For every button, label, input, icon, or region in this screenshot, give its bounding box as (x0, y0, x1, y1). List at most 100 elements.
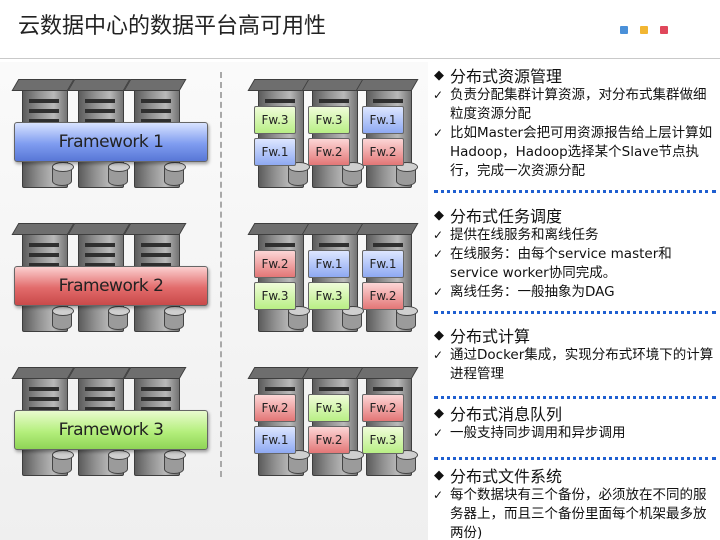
disk-icon (396, 162, 418, 186)
framework-tag: Fw.2 (362, 282, 404, 310)
list-item: ✓ 提供在线服务和离线任务 (430, 226, 720, 245)
disk-icon (108, 450, 130, 474)
server-slot (29, 407, 59, 411)
accent-dot-red (660, 26, 668, 34)
framework-bar: Framework 1 (14, 122, 208, 162)
framework-tag: Fw.2 (362, 138, 404, 166)
check-icon: ✓ (433, 348, 444, 362)
title-rule (0, 58, 720, 59)
framework-tag: Fw.1 (308, 250, 350, 278)
diamond-bullet-icon: ◆ (434, 327, 444, 343)
framework-tag: Fw.1 (254, 426, 296, 454)
framework-tag: Fw.2 (308, 138, 350, 166)
list-item: ✓ 离线任务：一般抽象为DAG (430, 283, 720, 302)
disk-icon (396, 450, 418, 474)
server-slot (265, 243, 295, 247)
section-heading-text: 分布式文件系统 (450, 467, 563, 486)
server-slot (319, 99, 349, 103)
disk-icon (342, 162, 364, 186)
list-item-text: 离线任务：一般抽象为DAG (450, 284, 615, 300)
section-task-scheduling: ◆分布式任务调度 ✓提供在线服务和离线任务 ✓在线服务：由每个service m… (430, 204, 720, 302)
framework-tag: Fw.2 (254, 250, 296, 278)
section-separator (434, 190, 716, 193)
framework-tag: Fw.3 (308, 394, 350, 422)
disk-icon (52, 450, 74, 474)
server-slot (141, 99, 171, 103)
section-message-queue: ◆分布式消息队列 ✓一般支持同步调用和异步调用 (430, 402, 720, 443)
section-heading: ◆分布式消息队列 (430, 402, 720, 424)
server-slot (29, 263, 59, 267)
server-slot (85, 407, 115, 411)
list-item-text: 提供在线服务和离线任务 (450, 227, 599, 243)
framework-tag: Fw.1 (254, 138, 296, 166)
section-separator (434, 396, 716, 399)
accent-dot-blue (620, 26, 628, 34)
diamond-bullet-icon: ◆ (434, 467, 444, 483)
server-slot (85, 387, 115, 391)
disk-icon (108, 306, 130, 330)
list-item-text: 每个数据块有三个备份，必须放在不同的服务器上，而且三个备份里面每个机架最多放两份… (450, 487, 707, 540)
section-heading-text: 分布式任务调度 (450, 207, 563, 226)
framework-bar: Framework 3 (14, 410, 208, 450)
framework-tag: Fw.3 (308, 106, 350, 134)
server-slot (85, 243, 115, 247)
disk-icon (288, 162, 310, 186)
accent-dots (620, 26, 668, 34)
server-slot (29, 243, 59, 247)
server-slot (85, 253, 115, 257)
server-slot (29, 99, 59, 103)
server-slot (29, 253, 59, 257)
list-item-text: 一般支持同步调用和异步调用 (450, 425, 626, 441)
server-slot (85, 119, 115, 123)
server-slot (265, 99, 295, 103)
check-icon: ✓ (433, 88, 444, 102)
disk-icon (288, 450, 310, 474)
server-slot (29, 109, 59, 113)
framework-bar: Framework 2 (14, 266, 208, 306)
check-icon: ✓ (433, 488, 444, 502)
feature-panel: ◆ 分布式资源管理 ✓ 负责分配集群计算资源，对分布式集群做细粒度资源分配 ✓ 比如M… (430, 62, 720, 540)
check-icon: ✓ (433, 285, 444, 299)
diamond-bullet-icon: ◆ (434, 207, 444, 223)
server-slot (141, 253, 171, 257)
check-icon: ✓ (433, 126, 444, 140)
page-title: 云数据中心的数据平台高可用性 (18, 14, 327, 39)
server-slot (141, 397, 171, 401)
list-item: ✓ 负责分配集群计算资源，对分布式集群做细粒度资源分配 (430, 86, 720, 124)
framework-tag: Fw.3 (362, 426, 404, 454)
list-item: ✓一般支持同步调用和异步调用 (430, 424, 720, 443)
section-heading-text: 分布式资源管理 (450, 67, 563, 86)
server-slot (373, 387, 403, 391)
list-item-text: 比如Master会把可用资源报告给上层计算如Hadoop，Hadoop选择某个S… (450, 125, 713, 179)
server-slot (265, 387, 295, 391)
server-slot (373, 243, 403, 247)
server-slot (85, 109, 115, 113)
server-slot (141, 119, 171, 123)
section-separator (434, 311, 716, 314)
section-heading: ◆ 分布式文件系统 (430, 464, 720, 486)
server-slot (29, 387, 59, 391)
check-icon: ✓ (433, 247, 444, 261)
framework-tag: Fw.3 (254, 282, 296, 310)
disk-icon (108, 162, 130, 186)
server-slot (85, 99, 115, 103)
disk-icon (288, 306, 310, 330)
framework-tag: Fw.2 (308, 426, 350, 454)
diamond-bullet-icon: ◆ (434, 67, 444, 83)
framework-tag: Fw.3 (308, 282, 350, 310)
framework-tag: Fw.3 (254, 106, 296, 134)
server-slot (141, 387, 171, 391)
section-heading: ◆ 分布式资源管理 (430, 64, 720, 86)
disk-icon (164, 450, 186, 474)
section-distributed-computing: ◆分布式计算 ✓通过Docker集成，实现分布式环境下的计算进程管理 (430, 324, 720, 384)
server-slot (29, 119, 59, 123)
server-slot (373, 99, 403, 103)
section-resource-management: ◆ 分布式资源管理 ✓ 负责分配集群计算资源，对分布式集群做细粒度资源分配 ✓ 比如M… (430, 64, 720, 181)
list-item: ✓ 比如Master会把可用资源报告给上层计算如Hadoop，Hadoop选择某个… (430, 124, 720, 181)
disk-icon (342, 450, 364, 474)
server-slot (319, 243, 349, 247)
check-icon: ✓ (433, 228, 444, 242)
disk-icon (52, 306, 74, 330)
list-item-text: 负责分配集群计算资源，对分布式集群做细粒度资源分配 (450, 87, 707, 122)
list-item: ✓通过Docker集成，实现分布式环境下的计算进程管理 (430, 346, 720, 384)
